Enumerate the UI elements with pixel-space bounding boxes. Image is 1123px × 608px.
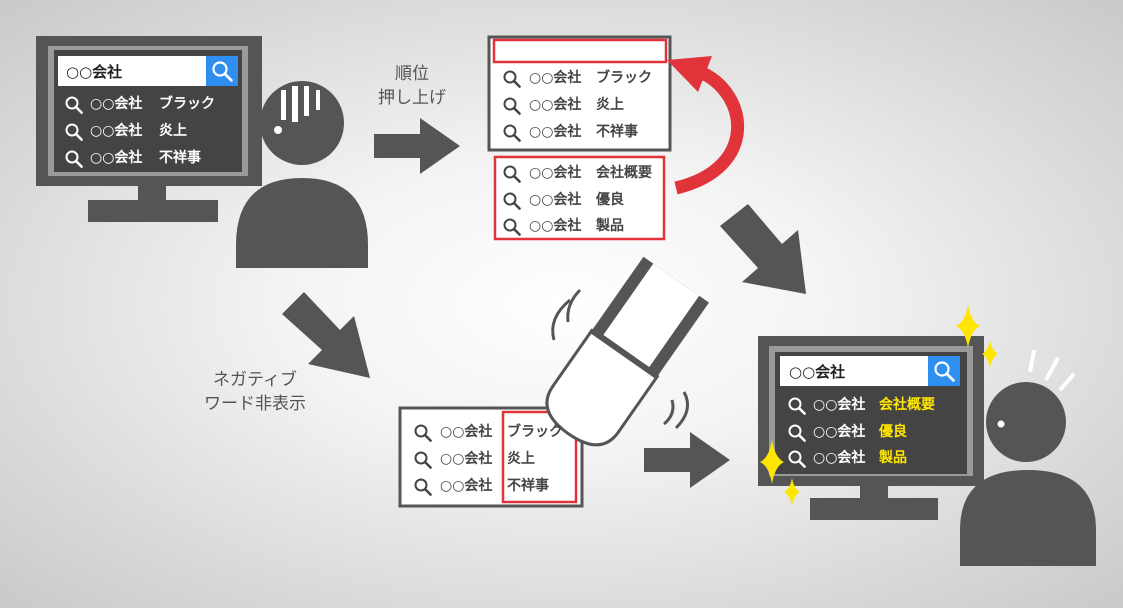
suggestion-keyword[interactable]: 不祥事 [159,150,201,166]
ranking-keyword: ブラック [596,70,652,86]
person-icon [236,81,368,268]
search-icon [414,424,432,442]
search-input[interactable]: ○○会社 [66,63,123,81]
suggestion-keyword[interactable]: 炎上 [159,123,187,139]
search-icon [503,218,521,236]
search-icon [788,424,806,442]
search-button-result[interactable] [928,356,960,386]
arrow-icon [282,118,806,488]
search-icon [503,192,521,210]
search-icon [934,361,955,382]
search-icon [503,97,521,115]
erase-list-box [398,406,584,508]
ranking-box-negative [487,35,672,152]
suggestion-prefix[interactable]: ○○会社 [90,96,143,112]
sparkle-icon [760,305,998,506]
ranking-keyword: 優良 [596,192,624,208]
ranking-prefix: ○○会社 [529,165,582,181]
search-button[interactable] [206,56,238,86]
hide-negative-label: ネガティブ ワード非表示 [204,370,306,414]
suggestion-prefix[interactable]: ○○会社 [90,123,143,139]
ranking-box-positive [493,155,666,241]
ranking-prefix: ○○会社 [529,192,582,208]
ranking-keyword: 炎上 [596,97,624,113]
erase-keyword: 炎上 [507,451,535,467]
search-icon [414,478,432,496]
ranking-prefix: ○○会社 [529,97,582,113]
search-icon [65,96,83,114]
search-icon [503,70,521,88]
search-icon [414,451,432,469]
suggestion-keyword[interactable]: ブラック [159,96,215,112]
search-input-result[interactable]: ○○会社 [789,363,846,381]
ranking-keyword: 不祥事 [596,124,638,140]
erase-prefix: ○○会社 [440,424,493,440]
ranking-keyword: 製品 [596,218,624,234]
suggestion-prefix[interactable]: ○○会社 [813,450,866,466]
ranking-prefix: ○○会社 [529,70,582,86]
search-icon [65,150,83,168]
ranking-prefix: ○○会社 [529,124,582,140]
suggestion-prefix[interactable]: ○○会社 [90,150,143,166]
ranking-keyword: 会社概要 [596,165,652,181]
erase-prefix: ○○会社 [440,451,493,467]
erase-prefix: ○○会社 [440,478,493,494]
suggestion-prefix[interactable]: ○○会社 [813,424,866,440]
search-icon [788,450,806,468]
suggestion-keyword[interactable]: 優良 [879,424,907,440]
suggestion-keyword[interactable]: 会社概要 [879,397,935,413]
search-icon [212,61,233,82]
push-up-arrow-icon [667,56,745,195]
suggestion-prefix[interactable]: ○○会社 [813,397,866,413]
ranking-prefix: ○○会社 [529,218,582,234]
push-up-label: 順位 押し上げ [378,64,446,108]
erase-keyword: 不祥事 [507,478,549,494]
search-icon [65,123,83,141]
suggestion-keyword[interactable]: 製品 [879,450,907,466]
search-icon [503,124,521,142]
erase-keyword: ブラック [507,424,563,440]
search-icon [503,165,521,183]
eraser-icon [545,256,709,447]
search-icon [788,397,806,415]
happy-person-icon [960,349,1096,566]
